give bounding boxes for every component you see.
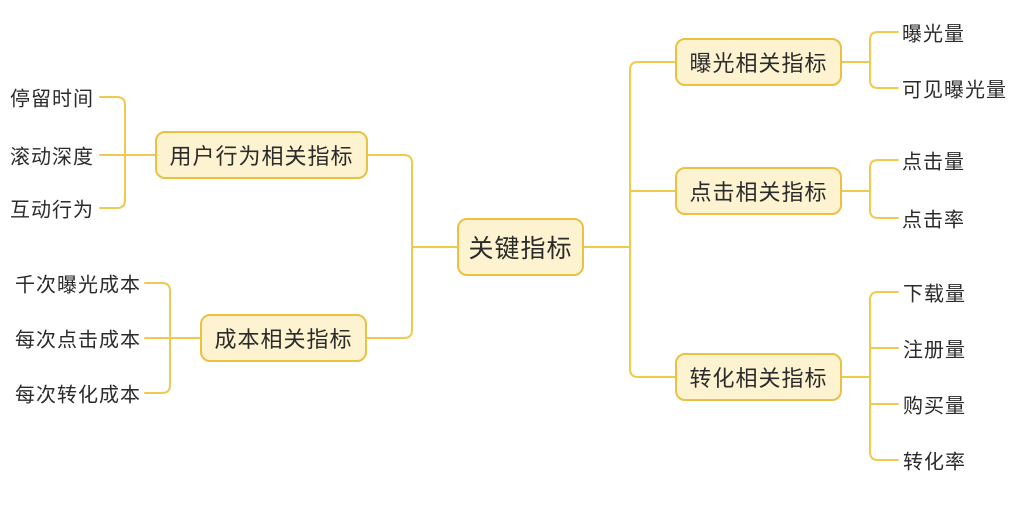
leaf-clicks[interactable]: 点击量 [902, 151, 965, 174]
leaf-dwell-time[interactable]: 停留时间 [10, 88, 94, 111]
connector-left-trunk [366, 154, 413, 339]
connector-click-bracket [869, 159, 899, 219]
connector-user-behavior-bracket [99, 96, 126, 209]
leaf-viewable-impressions[interactable]: 可见曝光量 [902, 79, 1007, 102]
leaf-conversion-rate[interactable]: 转化率 [903, 451, 966, 474]
node-cost-metrics[interactable]: 成本相关指标 [200, 314, 367, 362]
leaf-cost-per-conversion[interactable]: 每次转化成本 [15, 384, 141, 407]
node-exposure-metrics[interactable]: 曝光相关指标 [675, 38, 842, 86]
node-click-metrics[interactable]: 点击相关指标 [675, 167, 842, 215]
leaf-purchases[interactable]: 购买量 [903, 395, 966, 418]
leaf-downloads[interactable]: 下载量 [903, 283, 966, 306]
connector-right-trunk [629, 61, 676, 378]
leaf-cost-per-mille[interactable]: 千次曝光成本 [15, 274, 141, 297]
leaf-registrations[interactable]: 注册量 [903, 339, 966, 362]
leaf-interaction-behavior[interactable]: 互动行为 [10, 199, 94, 222]
connector-conversion-bracket [869, 291, 899, 461]
leaf-impressions[interactable]: 曝光量 [902, 23, 965, 46]
node-key-metrics[interactable]: 关键指标 [457, 218, 584, 276]
leaf-scroll-depth[interactable]: 滚动深度 [10, 146, 94, 169]
leaf-cost-per-click[interactable]: 每次点击成本 [15, 329, 141, 352]
node-conversion-metrics[interactable]: 转化相关指标 [675, 353, 842, 401]
node-user-behavior-metrics[interactable]: 用户行为相关指标 [155, 131, 368, 179]
leaf-click-rate[interactable]: 点击率 [902, 209, 965, 232]
connector-exposure-bracket [869, 31, 899, 89]
